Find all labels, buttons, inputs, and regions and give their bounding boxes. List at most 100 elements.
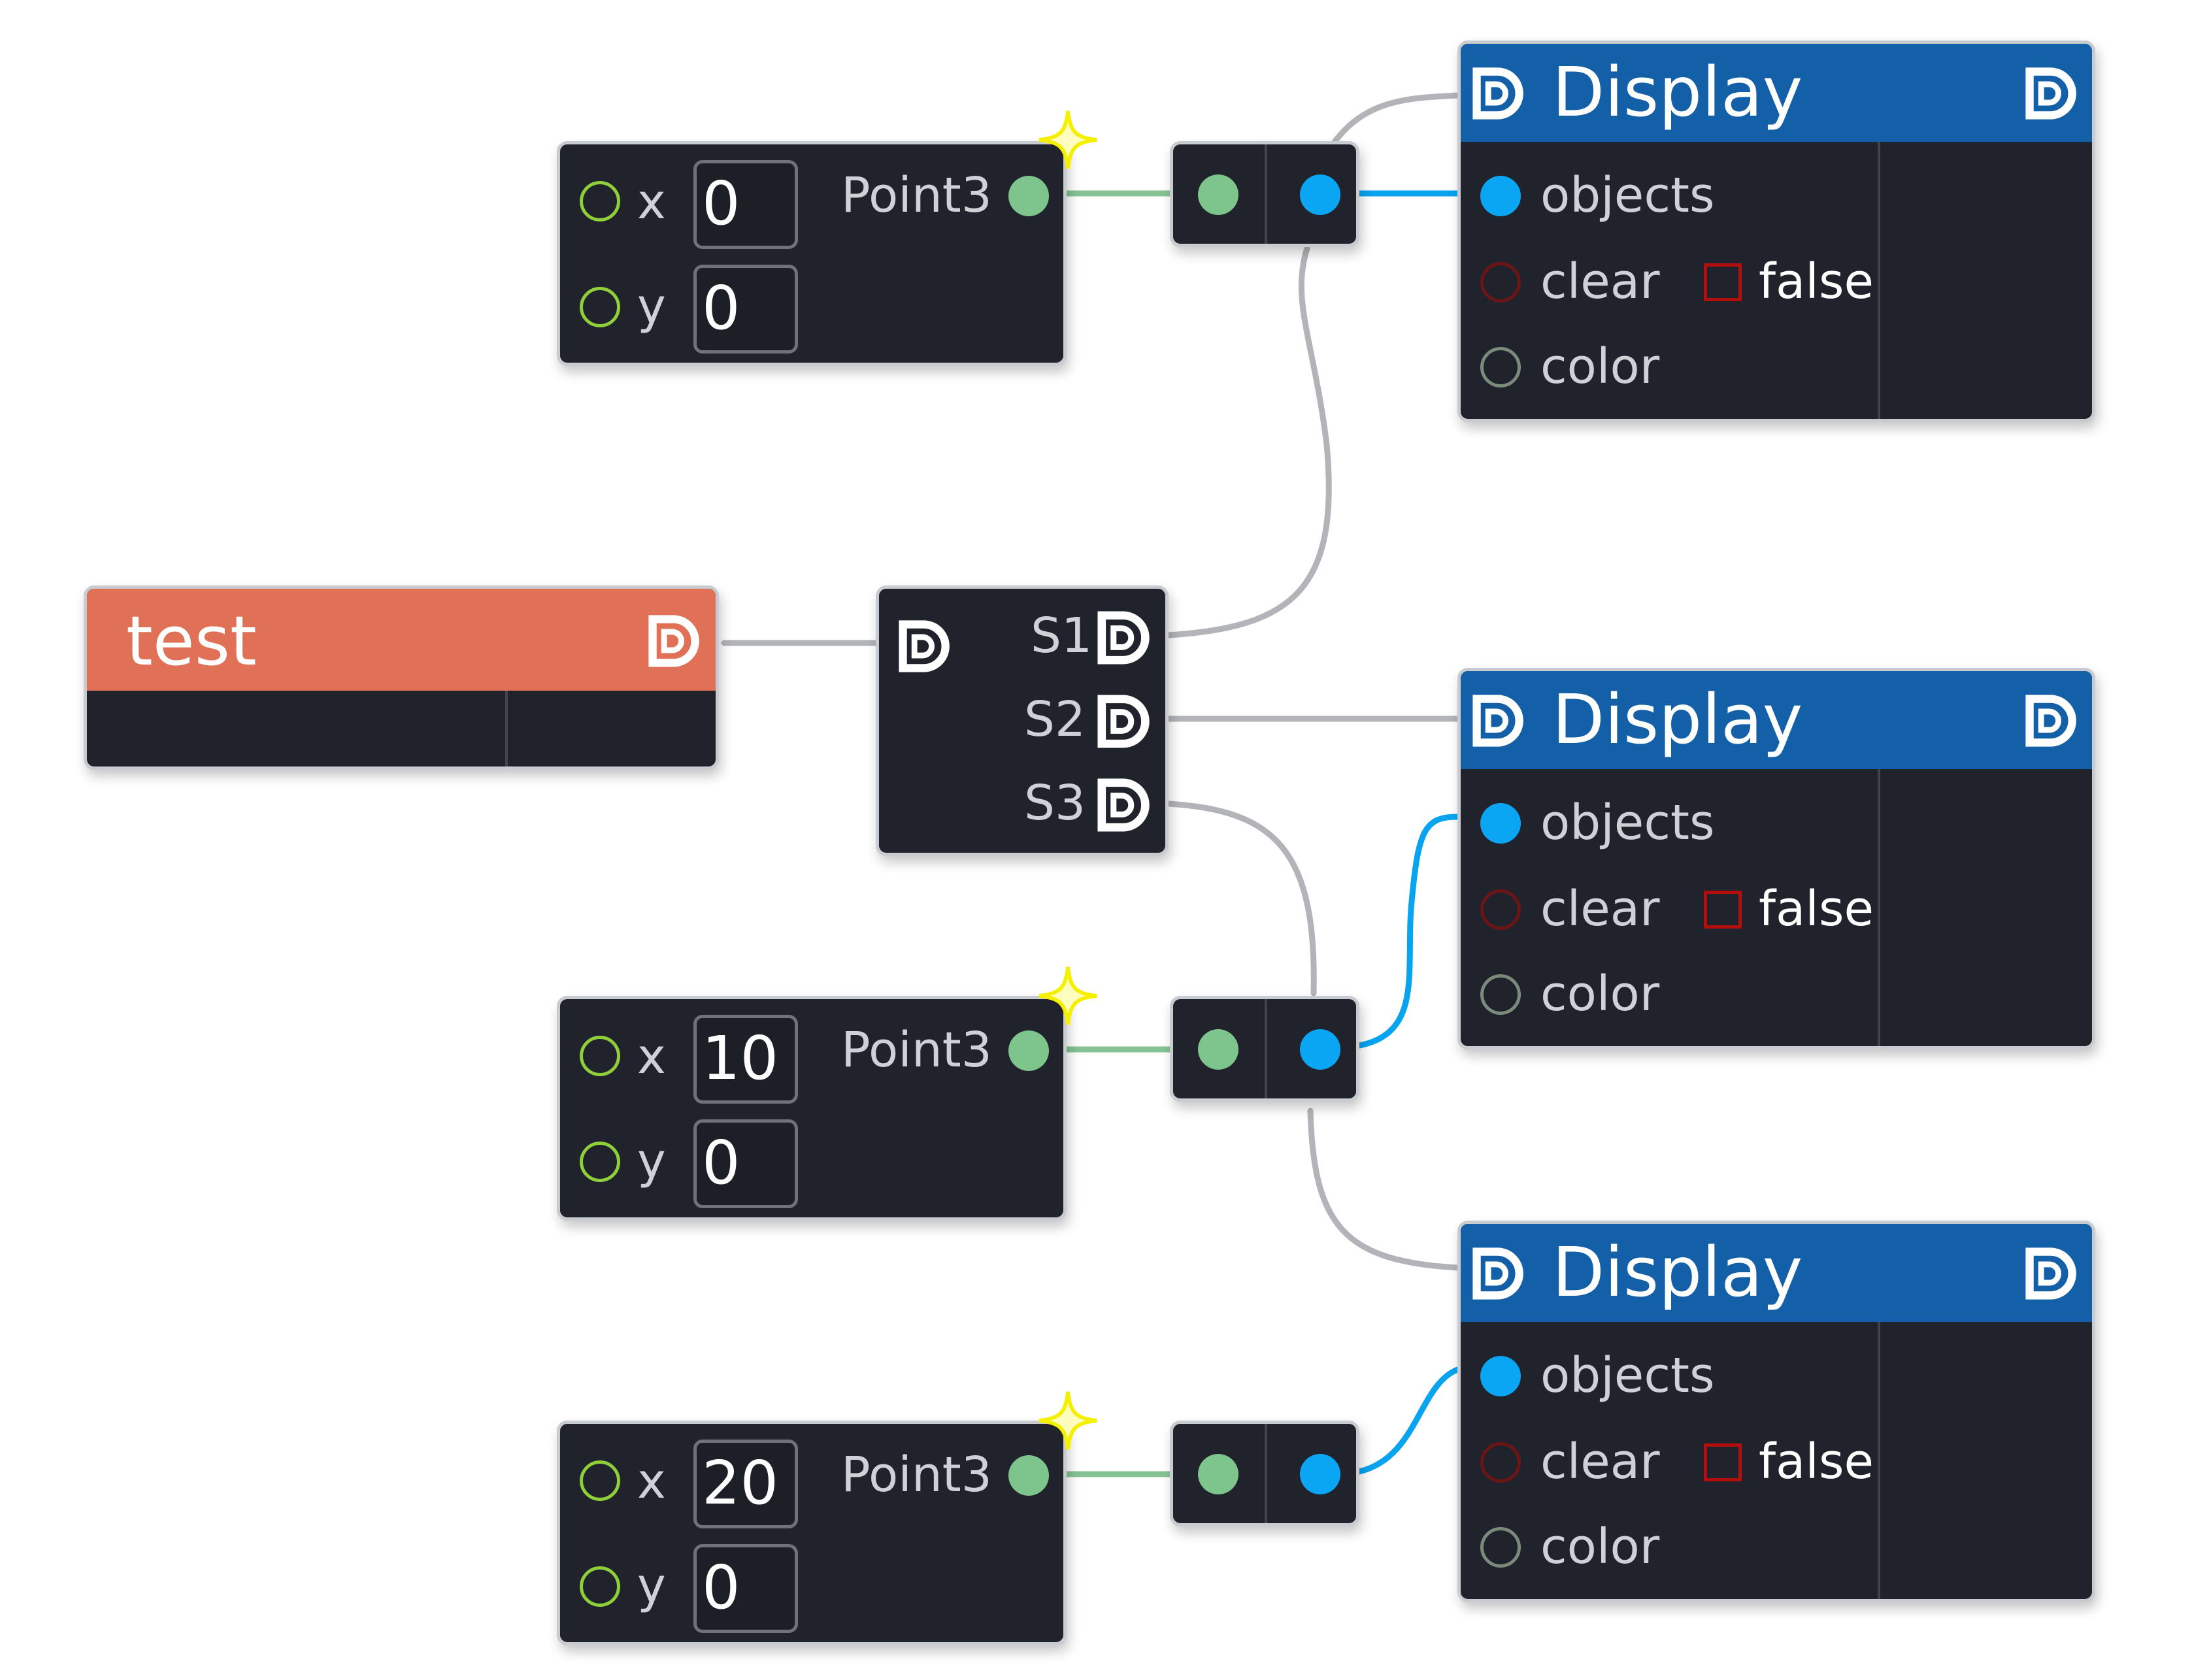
sparkle-icon xyxy=(1038,1391,1097,1450)
x-input-port[interactable] xyxy=(580,1460,620,1501)
x-value-field[interactable]: 20 xyxy=(693,1440,798,1528)
x-value-field[interactable]: 10 xyxy=(693,1015,798,1104)
x-input-port[interactable] xyxy=(580,1036,620,1076)
test-node-title: test xyxy=(126,601,257,681)
relay-output-port[interactable] xyxy=(1300,174,1340,215)
d-logo-icon xyxy=(1472,67,1523,120)
relay-output-port[interactable] xyxy=(1300,1029,1340,1070)
point-node-1[interactable]: x 0 y 0 Point3 xyxy=(557,141,1067,366)
point-node-3[interactable]: x 20 y 0 Point3 xyxy=(557,1421,1067,1645)
x-label: x xyxy=(637,1453,666,1509)
point3-output-port[interactable] xyxy=(1008,176,1049,216)
s3-output-port-icon[interactable] xyxy=(1095,776,1154,834)
clear-label: clear xyxy=(1540,881,1660,937)
point3-label: Point3 xyxy=(841,167,992,223)
display-node-title: Display xyxy=(1552,680,1803,759)
test-node-header[interactable]: test xyxy=(87,589,716,691)
d-logo-icon xyxy=(899,620,950,672)
y-input-port[interactable] xyxy=(580,1142,620,1182)
y-value-field[interactable]: 0 xyxy=(693,265,798,354)
relay-input-port[interactable] xyxy=(1198,1029,1238,1070)
relay-node-2[interactable] xyxy=(1170,996,1359,1102)
relay-divider xyxy=(1265,144,1267,244)
clear-label: clear xyxy=(1540,1434,1660,1490)
clear-input-port[interactable] xyxy=(1480,1442,1521,1483)
display-node-header[interactable]: Display xyxy=(1461,671,2092,769)
y-value-field[interactable]: 0 xyxy=(693,1119,798,1208)
clear-input-port[interactable] xyxy=(1480,262,1521,303)
color-label: color xyxy=(1540,966,1660,1022)
point3-label: Point3 xyxy=(841,1447,992,1503)
objects-label: objects xyxy=(1540,1347,1715,1404)
s1-output-port-icon[interactable] xyxy=(1095,608,1154,667)
display-node-3[interactable]: Display objects clear false color xyxy=(1457,1221,2095,1602)
x-value-field[interactable]: 0 xyxy=(693,160,798,249)
relay-output-port[interactable] xyxy=(1300,1454,1340,1494)
clear-value: false xyxy=(1759,254,1874,310)
display-node-divider xyxy=(1878,769,1880,1046)
objects-label: objects xyxy=(1540,167,1715,223)
relay-node-1[interactable] xyxy=(1170,141,1359,247)
display-node-2[interactable]: Display objects clear false color xyxy=(1457,668,2095,1049)
objects-input-port[interactable] xyxy=(1480,1356,1521,1396)
y-label: y xyxy=(637,1133,666,1189)
color-input-port[interactable] xyxy=(1480,347,1521,387)
wire-relay-3-to-display-3-objects xyxy=(1356,1366,1461,1475)
color-input-port[interactable] xyxy=(1480,974,1521,1015)
sparkle-icon xyxy=(1038,966,1097,1025)
y-value-field[interactable]: 0 xyxy=(693,1544,798,1633)
relay-input-port[interactable] xyxy=(1198,174,1238,215)
display-node-title: Display xyxy=(1552,1232,1803,1312)
splitter-output-s3-label: S3 xyxy=(1024,775,1086,831)
d-logo-icon xyxy=(1472,695,1523,747)
display-node-title: Display xyxy=(1552,52,1803,132)
clear-checkbox[interactable] xyxy=(1704,891,1742,929)
display-node-divider xyxy=(1878,142,1880,419)
relay-input-port[interactable] xyxy=(1198,1454,1238,1494)
test-node-divider xyxy=(505,691,508,766)
display-node-header[interactable]: Display xyxy=(1461,1224,2092,1322)
clear-checkbox[interactable] xyxy=(1704,263,1742,301)
objects-input-port[interactable] xyxy=(1480,803,1521,844)
d-logo-icon xyxy=(2025,67,2076,120)
color-label: color xyxy=(1540,338,1660,395)
display-node-1[interactable]: Display objects clear false color xyxy=(1457,41,2095,422)
point3-output-port[interactable] xyxy=(1008,1030,1049,1071)
y-label: y xyxy=(637,1558,666,1614)
objects-label: objects xyxy=(1540,795,1715,851)
color-label: color xyxy=(1540,1519,1660,1575)
x-label: x xyxy=(637,1029,666,1085)
d-logo-icon xyxy=(2025,695,2076,747)
display-node-divider xyxy=(1878,1322,1880,1599)
d-logo-icon xyxy=(648,615,699,667)
relay-divider xyxy=(1265,999,1267,1098)
x-label: x xyxy=(637,174,666,230)
wire-relay-1-to-display-1 xyxy=(1330,92,1461,147)
wire-relay-2-to-display-2-objects xyxy=(1356,814,1461,1049)
splitter-node[interactable]: S1 S2 S3 xyxy=(876,585,1169,856)
d-logo-icon xyxy=(2025,1247,2076,1300)
objects-input-port[interactable] xyxy=(1480,176,1521,216)
relay-node-3[interactable] xyxy=(1170,1421,1359,1526)
wire-relay-2-to-display-3 xyxy=(1307,1108,1461,1271)
display-node-header[interactable]: Display xyxy=(1461,44,2092,142)
clear-label: clear xyxy=(1540,254,1660,310)
point3-label: Point3 xyxy=(841,1022,992,1078)
point3-output-port[interactable] xyxy=(1008,1455,1049,1496)
y-input-port[interactable] xyxy=(580,1566,620,1607)
wire-s3-to-relay-2 xyxy=(1165,800,1317,996)
s2-output-port-icon[interactable] xyxy=(1095,692,1154,751)
wire-s1-to-relay-1 xyxy=(1165,245,1332,638)
x-input-port[interactable] xyxy=(580,181,620,222)
point-node-2[interactable]: x 10 y 0 Point3 xyxy=(557,996,1067,1221)
color-input-port[interactable] xyxy=(1480,1527,1521,1568)
y-input-port[interactable] xyxy=(580,287,620,327)
clear-checkbox[interactable] xyxy=(1704,1443,1742,1481)
splitter-output-s2-label: S2 xyxy=(1024,691,1086,748)
test-node[interactable]: test xyxy=(84,585,719,770)
sparkle-icon xyxy=(1038,110,1097,169)
relay-divider xyxy=(1265,1424,1267,1523)
d-logo-icon xyxy=(1472,1247,1523,1300)
clear-input-port[interactable] xyxy=(1480,889,1521,930)
